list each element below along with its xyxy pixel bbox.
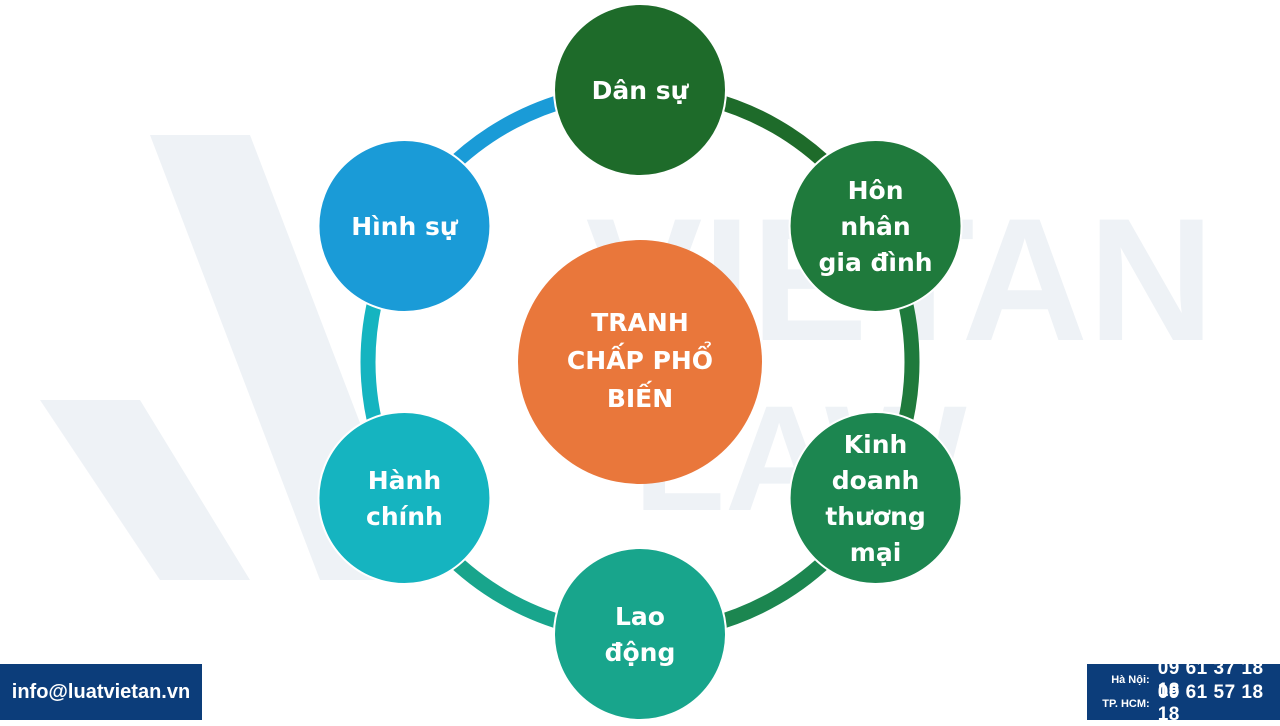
category-circle: [553, 3, 727, 177]
category-label: Hành: [368, 466, 441, 495]
category-label: chính: [366, 502, 443, 531]
phone-number[interactable]: 09 61 57 18 18: [1157, 682, 1264, 725]
category-label: Kinh: [844, 430, 908, 459]
watermark-x-stroke: [40, 400, 250, 580]
hotline-row: Hà Nội: 09 61 37 18 18: [1093, 658, 1280, 701]
category-circle: [317, 411, 492, 585]
category-label: thương: [825, 502, 925, 531]
center-label: TRANH: [591, 308, 689, 337]
category-label: nhân: [840, 212, 910, 241]
category-node[interactable]: Lao động: [553, 547, 727, 720]
category-node[interactable]: Dân sự: [553, 3, 727, 177]
hotline-row: TP. HCM: 09 61 57 18 18: [1093, 682, 1280, 725]
city-label: TP. HCM:: [1102, 698, 1150, 710]
category-node[interactable]: Hôn nhân gia đình: [788, 139, 963, 313]
category-node[interactable]: Hình sự: [317, 139, 492, 313]
email-text[interactable]: info@luatvietan.vn: [11, 680, 191, 703]
category-label: Lao: [615, 602, 665, 631]
category-label: Hình sự: [351, 212, 459, 241]
center-circle-shape: [518, 240, 762, 484]
category-label: doanh: [832, 466, 920, 495]
category-label: Hôn: [848, 176, 904, 205]
category-label: gia đình: [819, 248, 933, 277]
category-label: Dân sự: [592, 76, 690, 105]
center-label: CHẤP PHỔ: [567, 340, 713, 375]
center-circle: TRANH CHẤP PHỔ BIẾN: [518, 240, 762, 484]
category-circle: [788, 139, 963, 313]
category-circle: [317, 139, 492, 313]
category-label: mại: [850, 538, 902, 567]
phone-number[interactable]: 09 61 37 18 18: [1157, 658, 1264, 701]
email-banner: info@luatvietan.vn: [0, 664, 202, 720]
category-node[interactable]: Kinh doanh thương mại: [788, 411, 963, 585]
center-label: BIẾN: [607, 380, 673, 413]
city-label: Hà Nội:: [1111, 674, 1150, 686]
category-circle: [553, 547, 727, 720]
category-node[interactable]: Hành chính: [317, 411, 492, 585]
category-circle: [788, 411, 963, 585]
category-label: động: [605, 638, 676, 667]
hotline-banner: Hà Nội: 09 61 37 18 18 TP. HCM: 09 61 57…: [1087, 658, 1280, 725]
